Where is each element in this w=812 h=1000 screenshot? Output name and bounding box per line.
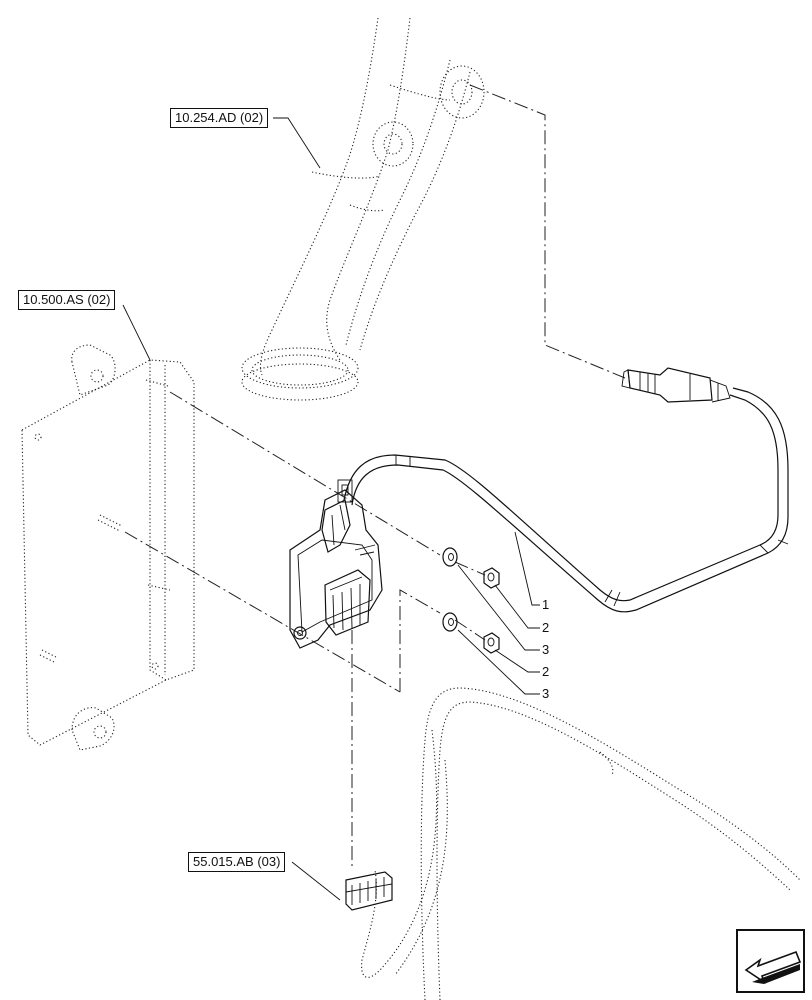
callout-2: 2 [542,620,550,635]
assembly-lines [124,84,626,870]
mounting-bracket [21,344,195,751]
callout-3b: 3 [542,686,550,701]
callout-3: 3 [542,642,550,657]
callout-1: 1 [542,597,550,612]
navigation-arrow-icon [736,929,805,993]
reference-label-exhaust-pipe[interactable]: 10.254.AD (02) [170,108,269,128]
leader-lines [122,117,540,901]
harness-connector [345,871,393,911]
reference-label-connector[interactable]: 55.015.AB (03) [188,852,286,872]
callout-2b: 2 [542,664,550,679]
reference-label-bracket[interactable]: 10.500.AS (02) [18,290,116,310]
wiring-harness [361,687,801,1000]
nox-sensor [289,367,789,649]
exhaust-pipe [241,17,485,401]
fasteners [442,547,500,654]
